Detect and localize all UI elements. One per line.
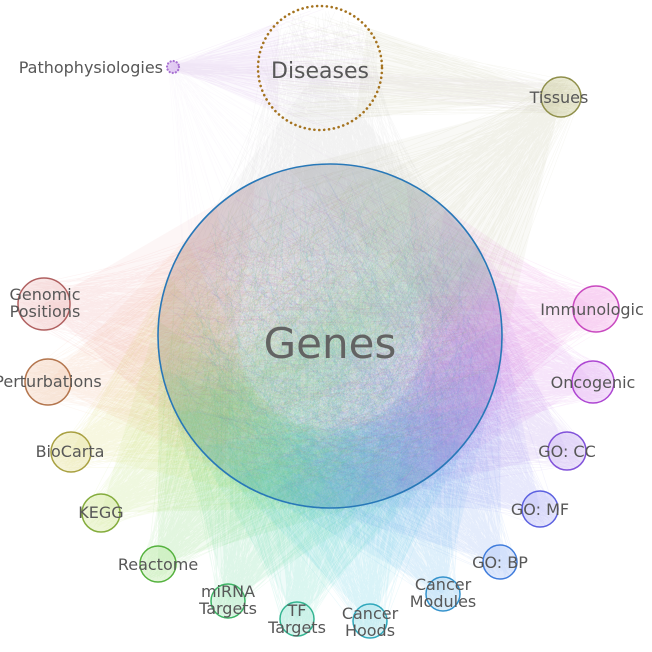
node-cancer_modules[interactable]	[425, 576, 461, 612]
node-genomic_positions[interactable]	[17, 277, 71, 331]
node-go_mf[interactable]	[521, 490, 559, 528]
node-immunologic[interactable]	[572, 285, 620, 333]
collection-nodes	[17, 4, 620, 639]
node-genes[interactable]	[157, 163, 503, 509]
node-diseases[interactable]	[256, 4, 384, 132]
beam-pathophysiologies-diseases	[173, 21, 279, 114]
node-go_bp[interactable]	[482, 544, 518, 580]
node-kegg[interactable]	[81, 493, 121, 533]
node-tissues[interactable]	[540, 76, 582, 118]
bundle-tissues-diseases	[262, 15, 580, 125]
node-cancer_hoods[interactable]	[352, 603, 388, 639]
genes-disc-overlays	[158, 164, 502, 508]
label-pathophysiologies: Pathophysiologies	[19, 58, 163, 77]
beam-tissues-diseases	[355, 27, 561, 119]
node-mirna_targets[interactable]	[210, 583, 246, 619]
node-oncogenic[interactable]	[571, 360, 615, 404]
node-pathophysiologies[interactable]	[165, 59, 181, 75]
node-perturbations[interactable]	[24, 358, 72, 406]
bundle-pathophysiologies-tissues	[167, 61, 579, 115]
node-reactome[interactable]	[139, 545, 177, 583]
node-tf_targets[interactable]	[279, 601, 315, 637]
node-go_cc[interactable]	[547, 431, 587, 471]
node-biocarta[interactable]	[50, 431, 92, 473]
bundle-pathophysiologies-diseases	[167, 8, 378, 128]
